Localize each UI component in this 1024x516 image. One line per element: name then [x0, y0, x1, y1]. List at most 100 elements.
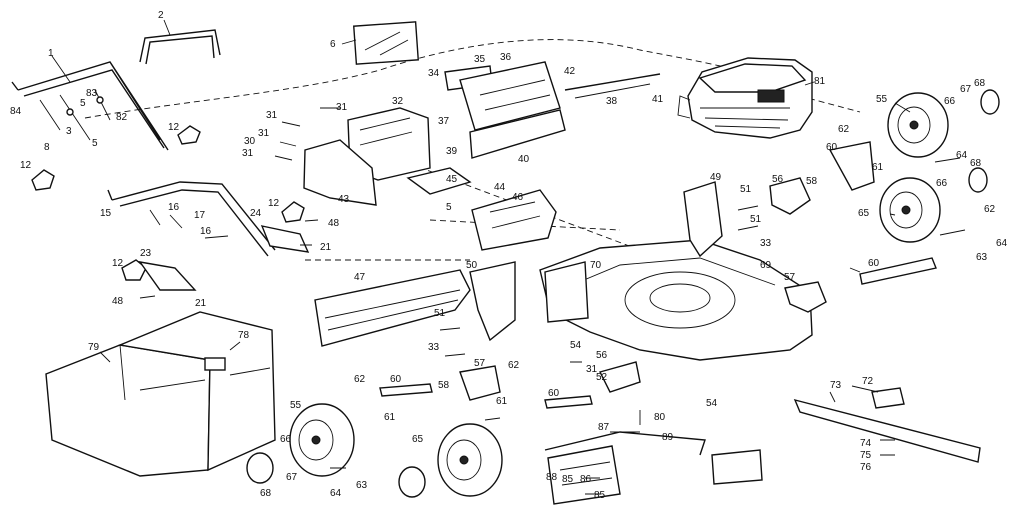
label-57: 57 — [474, 358, 486, 369]
axle-60 — [379, 383, 433, 397]
wheel-plate — [598, 361, 641, 393]
wheel-plate — [459, 365, 501, 401]
label-12: 12 — [268, 198, 280, 209]
label-67: 67 — [960, 84, 972, 95]
label-48: 48 — [112, 296, 124, 307]
hub-cap — [398, 466, 426, 498]
label-37: 37 — [438, 116, 450, 127]
label-39: 39 — [446, 146, 458, 157]
label-24: 24 — [250, 208, 262, 219]
assembly-outline — [84, 39, 861, 119]
label-6: 6 — [330, 39, 336, 50]
label-33: 33 — [428, 342, 440, 353]
label-61: 61 — [872, 162, 884, 173]
hub-cap — [980, 89, 1000, 115]
label-57: 57 — [784, 272, 796, 283]
label-86: 86 — [580, 474, 592, 485]
label-85: 85 — [562, 474, 574, 485]
label-60: 60 — [826, 142, 838, 153]
label-40: 40 — [518, 154, 530, 165]
label-54: 54 — [570, 340, 582, 351]
label-83: 83 — [86, 88, 98, 99]
label-2: 2 — [158, 10, 164, 21]
grass-bag — [45, 311, 276, 477]
bracket-23 — [138, 261, 197, 291]
label-42: 42 — [564, 66, 576, 77]
label-38: 38 — [606, 96, 618, 107]
label-61: 61 — [384, 412, 396, 423]
label-56: 56 — [772, 174, 784, 185]
label-78: 78 — [238, 330, 250, 341]
label-55: 55 — [290, 400, 302, 411]
label-5: 5 — [80, 98, 86, 109]
label-62: 62 — [838, 124, 850, 135]
label-74: 74 — [860, 438, 872, 449]
label-5: 5 — [446, 202, 452, 213]
label-62: 62 — [354, 374, 366, 385]
label-45: 45 — [446, 174, 458, 185]
label-64: 64 — [330, 488, 342, 499]
label-32: 32 — [392, 96, 404, 107]
label-68: 68 — [974, 78, 986, 89]
label-66: 66 — [280, 434, 292, 445]
height-adjuster-50 — [469, 261, 516, 342]
label-60: 60 — [390, 374, 402, 385]
label-64: 64 — [956, 150, 968, 161]
label-87: 87 — [598, 422, 610, 433]
label-36: 36 — [500, 52, 512, 63]
label-84: 84 — [10, 106, 22, 117]
label-80: 80 — [654, 412, 666, 423]
label-68: 68 — [970, 158, 982, 169]
hub-cap — [246, 452, 274, 484]
label-31: 31 — [266, 110, 278, 121]
bag-frame — [544, 431, 706, 505]
blade-adapter — [871, 387, 905, 409]
blade — [793, 398, 981, 463]
label-65: 85 — [594, 490, 606, 501]
label-46: 46 — [512, 192, 524, 203]
axle-60 — [859, 257, 937, 285]
label-73: 73 — [830, 380, 842, 391]
label-72: 72 — [862, 376, 874, 387]
knob — [31, 169, 55, 191]
label-23: 23 — [140, 248, 152, 259]
upper-handle — [11, 61, 169, 151]
label-21: 21 — [195, 298, 207, 309]
knob — [177, 125, 201, 145]
label-58: 58 — [438, 380, 450, 391]
mower-deck — [539, 239, 813, 361]
label-3: 3 — [66, 126, 72, 137]
lower-handle — [107, 181, 276, 257]
label-17: 17 — [194, 210, 206, 221]
label-82: 82 — [116, 112, 128, 123]
label-21: 21 — [320, 242, 332, 253]
axle-60 — [828, 141, 875, 191]
label-30: 30 — [244, 136, 256, 147]
label-58: 58 — [806, 176, 818, 187]
control-plate — [353, 21, 419, 65]
leader-lines — [51, 19, 911, 495]
label-68: 68 — [260, 488, 272, 499]
label-5: 5 — [92, 138, 98, 149]
label-66: 66 — [944, 96, 956, 107]
fasteners — [139, 107, 966, 469]
hub-cap — [968, 167, 988, 193]
label-54: 54 — [706, 398, 718, 409]
label-15: 15 — [100, 208, 112, 219]
label-70: 70 — [590, 260, 602, 271]
label-66: 66 — [936, 178, 948, 189]
label-62: 62 — [508, 360, 520, 371]
wheel-plate — [769, 177, 811, 215]
label-31: 31 — [336, 102, 348, 113]
label-31: 31 — [258, 128, 270, 139]
label-43: 43 — [338, 194, 350, 205]
label-65: 65 — [858, 208, 870, 219]
wheel — [437, 423, 503, 497]
label-69: 69 — [760, 260, 772, 271]
label-16: 16 — [200, 226, 212, 237]
label-47: 47 — [354, 272, 366, 283]
label-89: 89 — [662, 432, 674, 443]
wheel — [289, 403, 355, 477]
label-60: 60 — [868, 258, 880, 269]
